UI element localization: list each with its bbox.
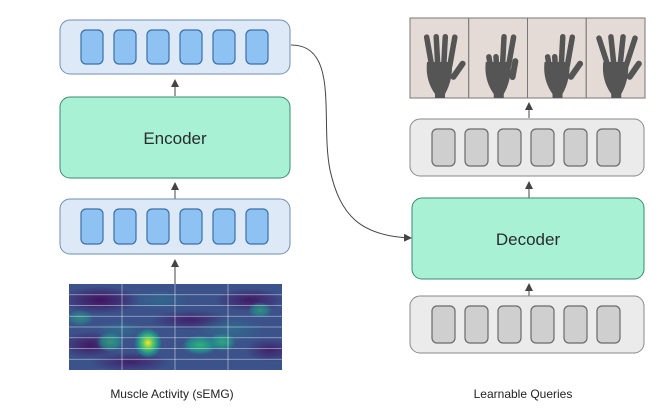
encoder-output-token — [80, 29, 104, 65]
decoder-output-token — [596, 128, 621, 167]
left-caption: Muscle Activity (sEMG) — [110, 387, 233, 401]
decoder-output-token — [464, 128, 489, 167]
learnable-query-token — [563, 305, 588, 344]
hand-spread-icon — [585, 17, 646, 99]
encoder-output-token — [113, 29, 137, 65]
encoder-output-token — [212, 29, 236, 65]
decoder-output-token — [431, 128, 456, 167]
decoder-output-token — [563, 128, 588, 167]
learnable-query-token — [431, 305, 456, 344]
encoder-input-token — [146, 208, 170, 245]
encoder-output-tokens — [59, 19, 291, 75]
learnable-query-token — [530, 305, 555, 344]
hand-pose-outputs — [409, 17, 646, 99]
hand-open-icon — [409, 17, 470, 99]
arrow-encoder-to-decoder — [290, 44, 412, 242]
decoder-block: Decoder — [411, 197, 645, 280]
decoder-output-tokens — [409, 118, 645, 177]
encoder-input-token — [80, 208, 104, 245]
decoder-output-token — [497, 128, 522, 167]
learnable-query-tokens — [409, 295, 645, 354]
semg-heatmap — [69, 284, 282, 370]
encoder-label: Encoder — [143, 129, 207, 148]
encoder-output-token — [245, 29, 269, 65]
hand-rock-icon — [468, 17, 528, 99]
learnable-query-token — [464, 305, 489, 344]
encoder-input-token — [245, 208, 269, 245]
learnable-query-token — [596, 305, 621, 344]
encoder-input-token — [212, 208, 236, 245]
encoder-output-token — [146, 29, 170, 65]
encoder-block: Encoder — [59, 96, 291, 179]
encoder-input-token — [113, 208, 137, 245]
hand-horns-icon — [527, 17, 587, 99]
encoder-input-tokens — [59, 198, 291, 255]
encoder-output-token — [179, 29, 203, 65]
decoder-output-token — [530, 128, 555, 167]
encoder-input-token — [179, 208, 203, 245]
decoder-label: Decoder — [496, 230, 561, 249]
right-caption: Learnable Queries — [474, 387, 573, 401]
learnable-query-token — [497, 305, 522, 344]
